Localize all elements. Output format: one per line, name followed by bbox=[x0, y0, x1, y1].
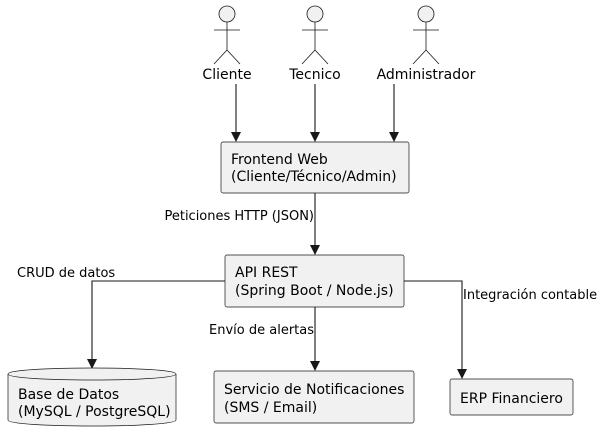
edge-tecnico-frontend bbox=[310, 84, 320, 142]
node-notification-service: Servicio de Notificaciones (SMS / Email) bbox=[213, 370, 415, 424]
node-notification-subtitle: (SMS / Email) bbox=[224, 400, 317, 416]
node-api-rest: API REST (Spring Boot / Node.js) bbox=[224, 254, 405, 308]
actor-administrador-label: Administrador bbox=[377, 67, 476, 83]
node-erp-title: ERP Financiero bbox=[460, 391, 563, 407]
arrowhead-icon bbox=[389, 132, 399, 142]
node-api-title: API REST bbox=[235, 265, 298, 281]
edge-admin-frontend bbox=[389, 84, 399, 142]
edge-api-erp: Integración contable bbox=[404, 280, 597, 379]
actor-administrador-figure-icon bbox=[412, 5, 440, 65]
database-cylinder-icon bbox=[7, 367, 177, 427]
node-frontend-subtitle: (Cliente/Técnico/Admin) bbox=[231, 169, 397, 185]
edge-label-alerts: Envío de alertas bbox=[209, 323, 314, 338]
node-database-subtitle: (MySQL / PostgreSQL) bbox=[18, 404, 171, 420]
node-frontend-web: Frontend Web (Cliente/Técnico/Admin) bbox=[220, 141, 410, 194]
arrowhead-icon bbox=[87, 359, 97, 369]
node-database: Base de Datos (MySQL / PostgreSQL) bbox=[7, 367, 177, 427]
edge-frontend-api: Peticiones HTTP (JSON) bbox=[164, 193, 320, 255]
arrowhead-icon bbox=[310, 245, 320, 255]
edge-api-notifications: Envío de alertas bbox=[209, 307, 320, 371]
node-frontend-title: Frontend Web bbox=[231, 152, 328, 168]
edge-label-http: Peticiones HTTP (JSON) bbox=[164, 209, 314, 224]
actor-cliente-figure-icon bbox=[213, 5, 241, 65]
actor-tecnico-figure-icon bbox=[301, 5, 329, 65]
arrowhead-icon bbox=[457, 369, 467, 379]
node-erp-financiero: ERP Financiero bbox=[449, 378, 574, 416]
actor-cliente: Cliente bbox=[202, 5, 252, 83]
actor-tecnico: Tecnico bbox=[288, 5, 341, 83]
arrowhead-icon bbox=[310, 361, 320, 371]
arrowhead-icon bbox=[310, 132, 320, 142]
edge-label-accounting: Integración contable bbox=[463, 288, 597, 303]
node-api-subtitle: (Spring Boot / Node.js) bbox=[235, 283, 394, 299]
node-database-title: Base de Datos bbox=[18, 387, 119, 403]
actor-tecnico-label: Tecnico bbox=[288, 67, 341, 83]
actor-administrador: Administrador bbox=[377, 5, 476, 83]
edge-label-crud: CRUD de datos bbox=[17, 266, 115, 281]
actor-cliente-label: Cliente bbox=[202, 67, 251, 83]
edge-api-database: CRUD de datos bbox=[17, 266, 225, 369]
edge-cliente-frontend bbox=[231, 84, 241, 142]
arrowhead-icon bbox=[231, 132, 241, 142]
node-notification-title: Servicio de Notificaciones bbox=[224, 382, 404, 398]
